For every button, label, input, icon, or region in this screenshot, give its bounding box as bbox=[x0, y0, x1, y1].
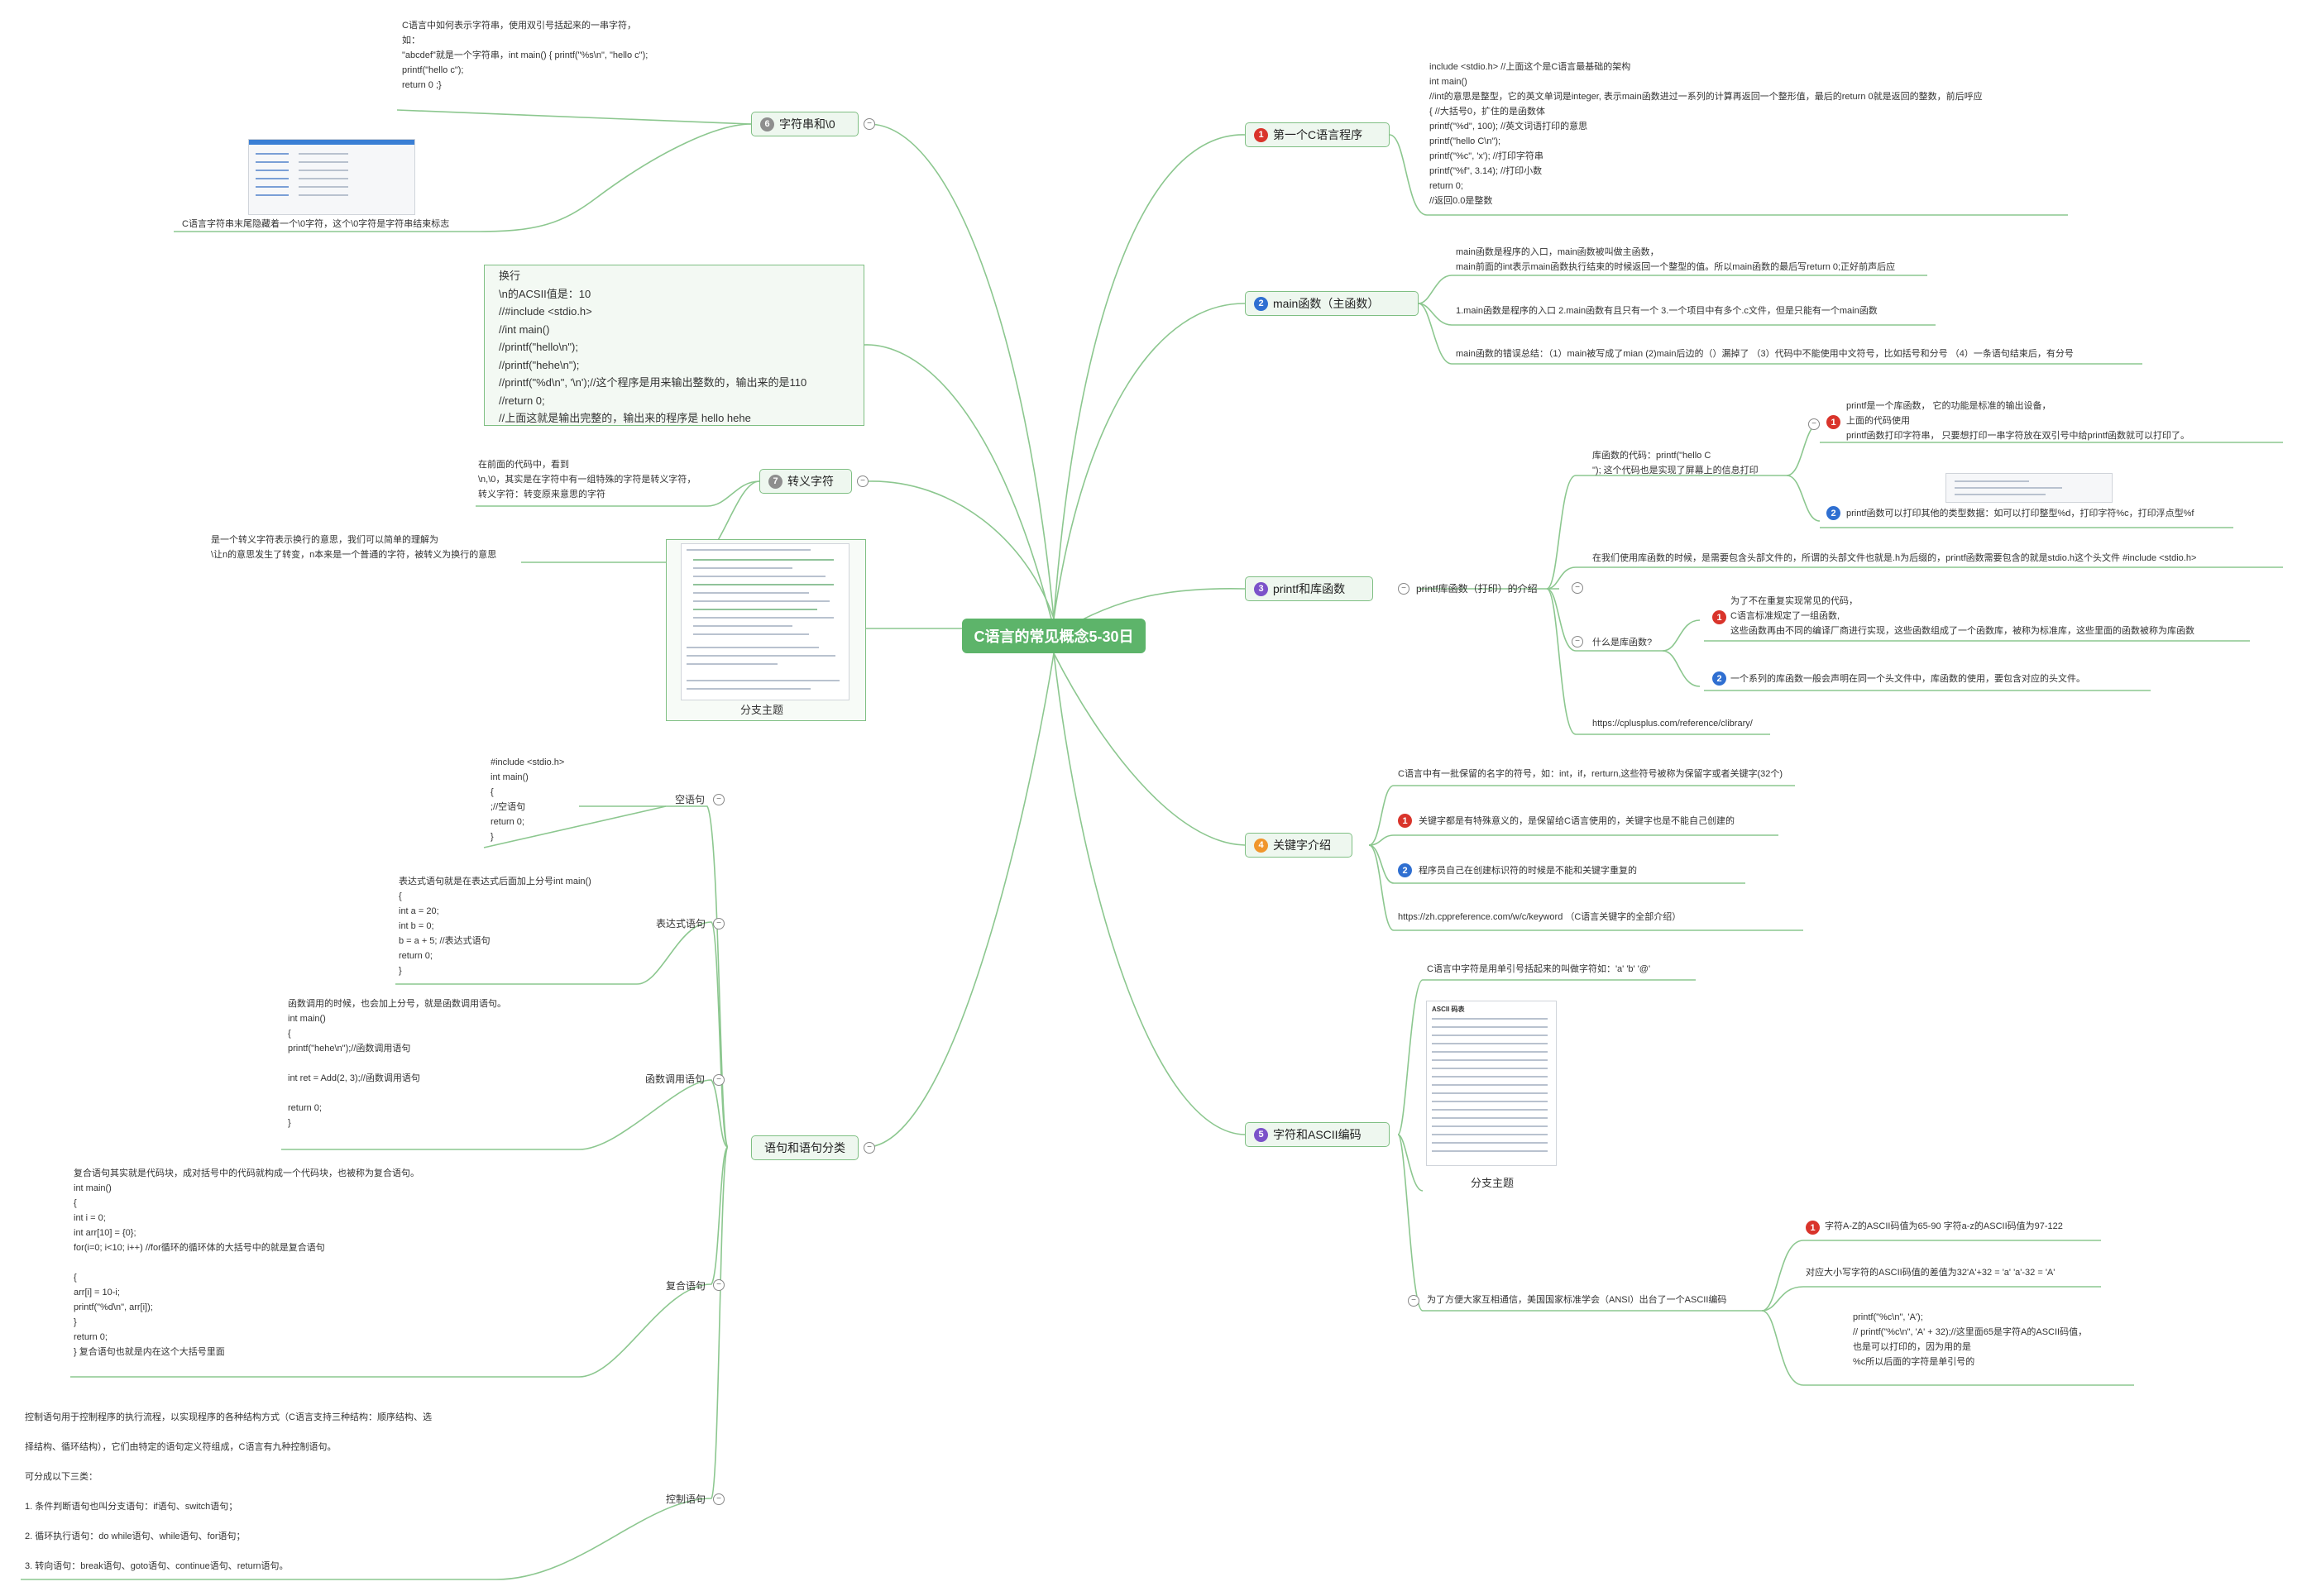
ascii-image-caption: 分支主题 bbox=[1471, 1177, 1515, 1189]
library-definition-note: 为了不在重复实现常见的代码， C语言标准规定了一组函数, 这些函数再由不同的编译… bbox=[1730, 596, 2194, 636]
branch-strings[interactable]: 6 字符串和\0 bbox=[751, 112, 859, 136]
printf-types-note: printf函数可以打印其他的类型数据：如可以打印整型%d，打印字符%c，打印浮… bbox=[1846, 509, 2194, 518]
empty-statement-label: 空语句 bbox=[675, 794, 706, 805]
main-function-note-3: main函数的错误总结：（1）main被写成了mian (2)main后边的（）… bbox=[1456, 349, 2074, 359]
function-call-statement-code: 函数调用的时候，也会加上分号，就是函数调用语句。 int main() { pr… bbox=[288, 999, 506, 1128]
number-2-icon: 2 bbox=[1712, 671, 1726, 686]
escape-intro-note: 在前面的代码中，看到 \n,\0，其实是在字符中有一组特殊的字符是转义字符， 转… bbox=[478, 460, 696, 499]
compound-statement-label: 复合语句 bbox=[666, 1280, 706, 1292]
number-4-icon: 4 bbox=[1254, 838, 1268, 853]
number-2-icon: 2 bbox=[1826, 506, 1840, 520]
collapse-toggle[interactable]: − bbox=[1572, 636, 1583, 647]
branch-label: 第一个C语言程序 bbox=[1273, 128, 1363, 141]
branch-ascii[interactable]: 5 字符和ASCII编码 bbox=[1245, 1122, 1390, 1147]
ansi-ascii-label: 为了方便大家互相通信，美国国家标准学会（ANSI）出台了一个ASCII编码 bbox=[1427, 1295, 1727, 1305]
branch-label: 字符串和\0 bbox=[779, 117, 835, 131]
empty-statement-code: #include <stdio.h> int main() { ;//空语句 r… bbox=[491, 757, 565, 842]
number-7-icon: 7 bbox=[768, 474, 782, 489]
what-is-library-label: 什么是库函数? bbox=[1592, 638, 1653, 647]
branch-escape-chars[interactable]: 7 转义字符 bbox=[759, 469, 852, 494]
collapse-toggle[interactable]: − bbox=[1408, 1295, 1419, 1307]
compound-statement-code: 复合语句其实就是代码块，成对括号中的代码就构成一个代码块，也被称为复合语句。 i… bbox=[74, 1168, 419, 1357]
main-function-note-1: main函数是程序的入口，main函数被叫做主函数， main前面的int表示m… bbox=[1456, 247, 1896, 272]
collapse-toggle[interactable]: − bbox=[713, 1279, 725, 1291]
branch-label: 字符和ASCII编码 bbox=[1273, 1128, 1362, 1141]
keywords-note-1: 关键字都是有特殊意义的，是保留给C语言使用的，关键字也是不能自己创建的 bbox=[1419, 816, 1735, 826]
collapse-toggle[interactable]: − bbox=[1808, 418, 1820, 430]
number-1-icon: 1 bbox=[1712, 610, 1726, 624]
keywords-intro: C语言中有一批保留的名字的符号，如：int，if，rerturn,这些符号被称为… bbox=[1398, 769, 1783, 779]
collapse-toggle[interactable]: − bbox=[864, 1142, 875, 1154]
branch-keywords[interactable]: 4 关键字介绍 bbox=[1245, 833, 1352, 858]
number-5-icon: 5 bbox=[1254, 1127, 1268, 1142]
ascii-range-note: 字符A-Z的ASCII码值为65-90 字符a-z的ASCII码值为97-122 bbox=[1825, 1221, 2063, 1231]
string-debug-screenshot bbox=[248, 139, 415, 215]
cplusplus-link[interactable]: https://cplusplus.com/reference/clibrary… bbox=[1592, 719, 1753, 729]
collapse-toggle[interactable]: − bbox=[1398, 583, 1409, 595]
number-3-icon: 3 bbox=[1254, 581, 1268, 596]
number-2-icon: 2 bbox=[1398, 863, 1412, 877]
expression-statement-code: 表达式语句就是在表达式后面加上分号int main() { int a = 20… bbox=[399, 877, 591, 976]
branch-label: 关键字介绍 bbox=[1273, 839, 1331, 852]
collapse-toggle[interactable]: − bbox=[713, 794, 725, 805]
printf-code-screenshot bbox=[1945, 473, 2113, 503]
escape-newline-note: 是一个转义字符表示换行的意思，我们可以简单的理解为 \让n的意思发生了转变，n本… bbox=[211, 535, 497, 560]
collapse-toggle[interactable]: − bbox=[713, 1074, 725, 1086]
first-program-code: include <stdio.h> //上面这个是C语言最基础的架构 int m… bbox=[1429, 62, 1983, 206]
number-1-icon: 1 bbox=[1398, 814, 1412, 828]
ascii-case-note: 对应大小写字符的ASCII码值的差值为32'A'+32 = 'a' 'a'-32… bbox=[1806, 1268, 2056, 1278]
number-2-icon: 2 bbox=[1254, 296, 1268, 311]
library-header-note: 一个系列的库函数一般会声明在同一个头文件中，库函数的使用，要包含对应的头文件。 bbox=[1730, 674, 2085, 684]
ascii-table-title: ASCII 码表 bbox=[1432, 1006, 1465, 1013]
branch-first-c-program[interactable]: 1 第一个C语言程序 bbox=[1245, 122, 1390, 147]
header-file-note: 在我们使用库函数的时候，是需要包含头部文件的，所谓的头部文件也就是.h为后缀的，… bbox=[1592, 553, 2197, 563]
branch-label: 语句和语句分类 bbox=[764, 1141, 845, 1154]
cppreference-link[interactable]: https://zh.cppreference.com/w/c/keyword … bbox=[1398, 912, 1682, 922]
expression-statement-label: 表达式语句 bbox=[656, 918, 706, 929]
collapse-toggle[interactable]: − bbox=[864, 118, 875, 130]
library-code-label: 库函数的代码：printf("hello C "); 这个代码也是实现了屏幕上的… bbox=[1592, 451, 1759, 475]
collapse-toggle[interactable]: − bbox=[857, 475, 869, 487]
control-statement-label: 控制语句 bbox=[666, 1493, 706, 1505]
keywords-note-2: 程序员自己在创建标识符的时候是不能和关键字重复的 bbox=[1419, 866, 1637, 876]
number-1-icon: 1 bbox=[1806, 1221, 1820, 1235]
string-code: C语言中如何表示字符串，使用双引号括起来的一串字符， 如： "abcdef"就是… bbox=[402, 21, 648, 90]
newline-code: 换行 \n的ACSII值是：10 //#include <stdio.h> //… bbox=[499, 270, 807, 424]
code-screenshot bbox=[681, 543, 849, 700]
printf-intro-label: printf库函数（打印）的介绍 bbox=[1416, 583, 1538, 595]
branch-label: printf和库函数 bbox=[1273, 582, 1346, 595]
number-1-icon: 1 bbox=[1254, 127, 1268, 142]
function-call-statement-label: 函数调用语句 bbox=[645, 1073, 706, 1085]
collapse-toggle[interactable]: − bbox=[713, 1493, 725, 1505]
control-statement-code: 控制语句用于控制程序的执行流程，以实现程序的各种结构方式（C语言支持三种结构：顺… bbox=[25, 1412, 432, 1571]
branch-label: main函数（主函数） bbox=[1273, 297, 1380, 310]
collapse-toggle[interactable]: − bbox=[713, 918, 725, 929]
char-intro: C语言中字符是用单引号括起来的叫做字符如：'a' 'b' '@' bbox=[1427, 964, 1651, 974]
number-1-icon: 1 bbox=[1826, 415, 1840, 429]
printf-library-note: printf是一个库函数， 它的功能是标准的输出设备， 上面的代码使用 prin… bbox=[1846, 401, 2190, 441]
branch-printf-library[interactable]: 3 printf和库函数 bbox=[1245, 576, 1373, 601]
branch-topic-caption: 分支主题 bbox=[740, 704, 784, 716]
branch-main-function[interactable]: 2 main函数（主函数） bbox=[1245, 291, 1419, 316]
branch-statements[interactable]: 语句和语句分类 bbox=[751, 1135, 859, 1160]
number-6-icon: 6 bbox=[760, 117, 774, 131]
string-terminator-note: C语言字符串末尾隐藏着一个\0字符，这个\0字符是字符串结束标志 bbox=[182, 219, 450, 229]
collapse-toggle[interactable]: − bbox=[1572, 582, 1583, 594]
main-function-note-2: 1.main函数是程序的入口 2.main函数有且只有一个 3.一个项目中有多个… bbox=[1456, 306, 1878, 316]
ascii-table-image: ASCII 码表 bbox=[1426, 1001, 1557, 1166]
newline-code-box bbox=[484, 265, 864, 426]
branch-label: 转义字符 bbox=[787, 475, 834, 488]
central-topic[interactable]: C语言的常见概念5-30日 bbox=[962, 619, 1146, 653]
ascii-printf-note: printf("%c\n", 'A'); // printf("%c\n", '… bbox=[1853, 1312, 2088, 1367]
